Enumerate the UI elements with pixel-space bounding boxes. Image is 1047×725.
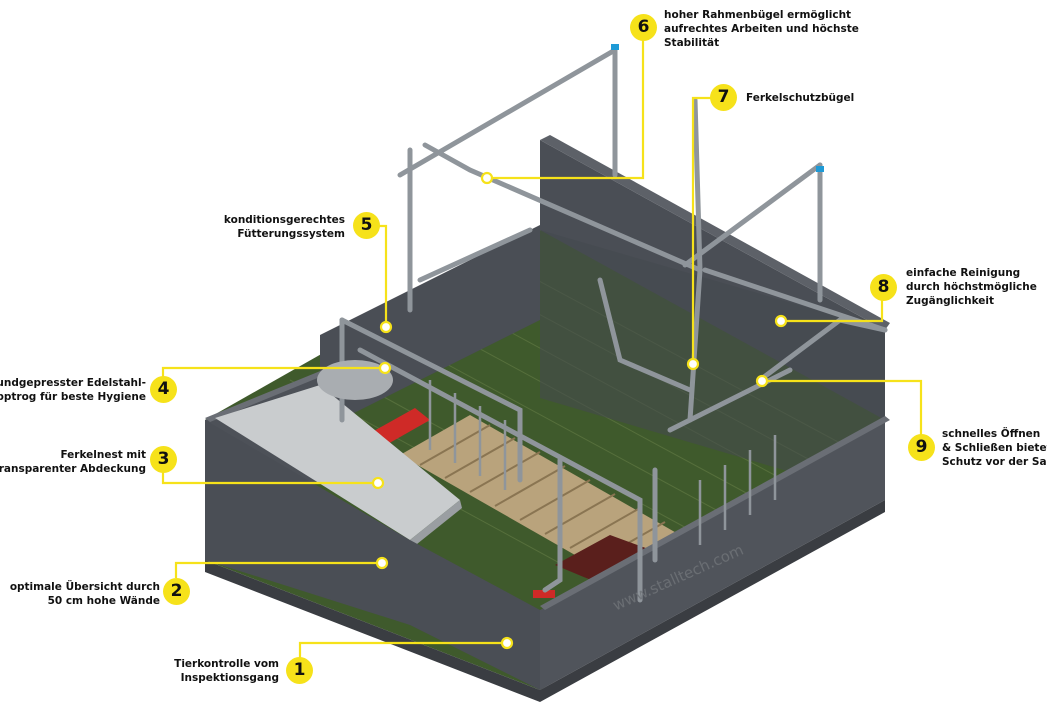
nest-box-wall xyxy=(205,420,410,625)
piglet-nest-cover-edge xyxy=(410,500,462,548)
callout-label-8: einfache Reinigung durch höchstmögliche … xyxy=(906,267,1037,307)
nest-box-top-edge xyxy=(205,365,342,422)
front-wall-right-top xyxy=(540,416,890,610)
frame-pipes xyxy=(339,47,888,603)
callout-badge-3: 3 xyxy=(150,446,177,473)
callout-label-3: Ferkelnest mit transparenter Abdeckung xyxy=(0,449,146,475)
trough xyxy=(317,360,393,400)
piglet-nest-cover xyxy=(215,385,460,540)
right-wall xyxy=(540,230,885,500)
feed-bowl-red xyxy=(533,590,555,598)
callout-badge-9: 9 xyxy=(908,434,935,461)
callout-badge-1: 1 xyxy=(286,657,313,684)
callout-badge-5: 5 xyxy=(353,212,380,239)
callout-label-4: rundgepresster Edelstahl- kipptrog für b… xyxy=(0,377,146,403)
callout-badge-7: 7 xyxy=(710,84,737,111)
callout-label-2: optimale Übersicht durch 50 cm hohe Wänd… xyxy=(9,581,160,607)
callout-badge-8: 8 xyxy=(870,274,897,301)
front-wall-right xyxy=(540,420,885,690)
callout-badge-4: 4 xyxy=(150,376,177,403)
back-wall-right-top xyxy=(540,135,890,330)
rail-bars xyxy=(428,380,777,545)
callout-badge-2: 2 xyxy=(163,578,190,605)
callout-label-6: hoher Rahmenbügel ermöglicht aufrechtes … xyxy=(664,9,859,49)
callout-badge-6: 6 xyxy=(630,14,657,41)
pipe-caps xyxy=(611,44,824,172)
heating-mat-left xyxy=(372,408,430,445)
front-wall-center xyxy=(410,540,540,690)
leader-dots xyxy=(371,171,788,650)
callout-label-5: konditionsgerechtes Fütterungssystem xyxy=(223,214,345,240)
callout-label-9: schnelles Öffnen & Schließen bietet Schu… xyxy=(942,428,1047,468)
callout-label-1: Tierkontrolle vom Inspektionsgang xyxy=(174,658,279,684)
callout-label-7: Ferkelschutzbügel xyxy=(746,92,855,104)
